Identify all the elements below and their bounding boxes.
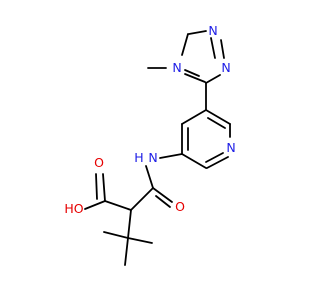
atom-label-oh-acid: HO xyxy=(64,201,83,216)
bond-cquat-me1 xyxy=(103,231,129,239)
bond-triazole-c3-n4-double xyxy=(184,69,200,77)
atom-label-n-amide: N xyxy=(148,150,157,165)
bond-triazole-n3-c3 xyxy=(205,74,221,84)
bond-py-c4-c3 xyxy=(181,109,207,125)
atom-label-n-triazole-2: N xyxy=(221,60,230,75)
bond-ccooh-o-double xyxy=(95,173,98,200)
bond-triazole-c5-n1 xyxy=(188,30,207,35)
bond-nh-carbonyl xyxy=(145,165,154,189)
atom-label-h-amide: H xyxy=(134,150,143,165)
bond-carbonyl-calpha xyxy=(130,187,154,211)
bond-py-c2-c2-double xyxy=(207,117,226,129)
bond-triazole-n2-n3 xyxy=(220,39,225,59)
atom-label-o-amide: O xyxy=(175,199,185,214)
atom-label-o-acid: O xyxy=(94,155,104,170)
bond-cquat-me3 xyxy=(124,237,129,266)
bond-py-n1-c6 xyxy=(206,156,229,169)
atom-label-n-methyl: N xyxy=(172,60,181,75)
bond-ccooh-o xyxy=(102,173,106,202)
atom-labels: N N N N N H HO O O xyxy=(64,23,235,216)
atom-label-n-pyridine: N xyxy=(226,140,235,155)
bond-calpha-ccooh xyxy=(104,200,132,211)
bond-py-nh xyxy=(159,153,183,159)
bond-carbonyl-o xyxy=(152,187,173,203)
atom-label-n-triazole-1: N xyxy=(208,23,217,38)
bond-triazole-c3-n4 xyxy=(184,73,206,83)
bond-cquat-me2 xyxy=(127,237,153,244)
bond-ccooh-oh xyxy=(84,200,106,210)
bond-carbonyl-o-double xyxy=(155,195,171,208)
bond-py-n1-c6-double xyxy=(205,152,224,163)
bonds xyxy=(84,30,231,266)
bond-py-c6-c5 xyxy=(181,153,207,169)
molecule-structure-diagram: N N N N N H HO O O xyxy=(64,23,236,266)
bond-triazole-n1-n2 xyxy=(210,37,216,59)
bond-py-c3-c2 xyxy=(205,109,231,125)
bond-calpha-cquat xyxy=(127,209,132,239)
bond-triazole-n4-c5 xyxy=(181,33,189,56)
